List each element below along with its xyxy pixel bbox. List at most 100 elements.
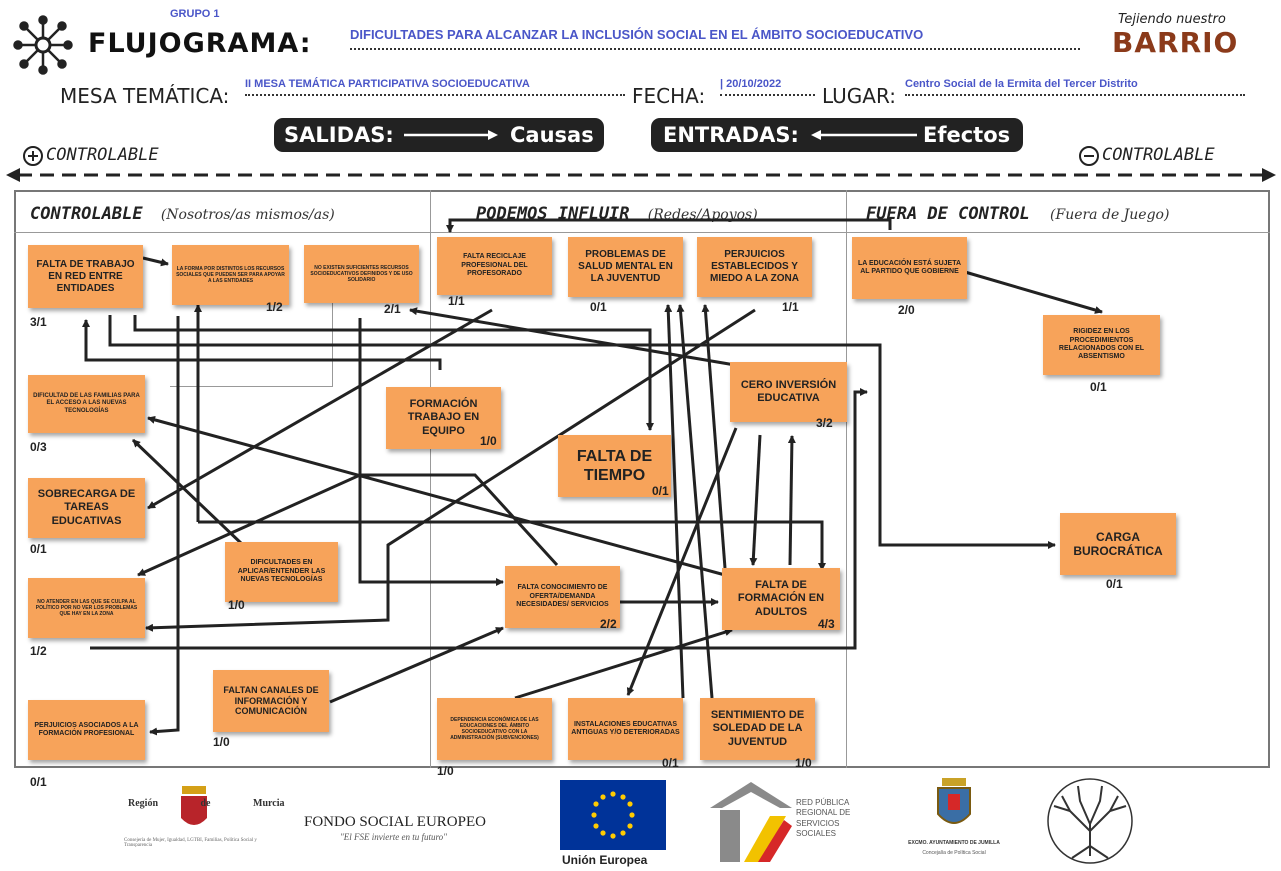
flowchart-board bbox=[14, 190, 1270, 768]
murcia-shield-icon bbox=[181, 786, 207, 825]
sticky-note: FALTA DE FORMACIÓN EN ADULTOS bbox=[722, 568, 840, 630]
note-score: 0/1 bbox=[662, 756, 679, 770]
sticky-note: RIGIDEZ EN LOS PROCEDIMIENTOS RELACIONAD… bbox=[1043, 315, 1160, 375]
plus-circle-icon bbox=[23, 146, 43, 166]
sticky-note: NO ATENDER EN LAS QUE SE CULPA AL POLÍTI… bbox=[28, 578, 145, 638]
connector bbox=[147, 415, 726, 577]
sticky-note: FORMACIÓN TRABAJO EN EQUIPO bbox=[386, 387, 501, 449]
connector bbox=[701, 304, 727, 569]
entradas-label: ENTRADAS: bbox=[663, 123, 799, 147]
fecha-label: FECHA: bbox=[632, 84, 706, 108]
brand-logo: Tejiendo nuestro BARRIO bbox=[1110, 10, 1270, 62]
fse-title: FONDO SOCIAL EUROPEO bbox=[304, 814, 486, 830]
jumilla-name: EXCMO. AYUNTAMIENTO DE JUMILLA bbox=[908, 840, 1000, 846]
sticky-note: LA FORMA POR DISTINTOS LOS RECURSOS SOCI… bbox=[172, 245, 289, 305]
connector bbox=[749, 434, 762, 566]
connector bbox=[358, 318, 504, 586]
sticky-note: DIFICULTADES EN APLICAR/ENTENDER LAS NUE… bbox=[225, 542, 338, 602]
note-score: 1/0 bbox=[795, 756, 812, 770]
entradas-value: Efectos bbox=[923, 123, 1011, 147]
jumilla-subtitle: Concejalía de Política Social bbox=[922, 850, 986, 856]
brand-bottom-text: BARRIO bbox=[1112, 26, 1239, 59]
sticky-note: PROBLEMAS DE SALUD MENTAL EN LA JUVENTUD bbox=[568, 237, 683, 297]
note-score: 1/0 bbox=[228, 598, 245, 612]
column-header-controllable: CONTROLABLE (Nosotros/as mismos/as) bbox=[30, 204, 335, 224]
column-title: CONTROLABLE bbox=[30, 204, 143, 224]
note-score: 1/0 bbox=[437, 764, 454, 778]
salidas-value: Causas bbox=[510, 123, 594, 147]
murcia-name: Región de Murcia bbox=[128, 798, 285, 809]
sticky-note: NO EXISTEN SUFICIENTES RECURSOS SOCIOEDU… bbox=[304, 245, 419, 303]
salidas-pill: SALIDAS: Causas bbox=[274, 118, 604, 152]
connector bbox=[137, 473, 559, 577]
right-arrow-icon bbox=[404, 130, 498, 140]
less-controllable-label: CONTROLABLE bbox=[1102, 145, 1215, 165]
connector bbox=[142, 256, 169, 267]
connector bbox=[133, 315, 654, 431]
sticky-note: FALTA CONOCIMIENTO DE OFERTA/DEMANDA NEC… bbox=[505, 566, 620, 628]
board-header-line bbox=[14, 232, 1270, 233]
tree-logo-icon bbox=[1047, 778, 1133, 864]
note-score: 1/0 bbox=[480, 434, 497, 448]
entradas-pill: ENTRADAS: Efectos bbox=[651, 118, 1023, 152]
note-score: 1/2 bbox=[30, 644, 47, 658]
sticky-note: CARGA BUROCRÁTICA bbox=[1060, 513, 1176, 575]
eu-flag-icon bbox=[560, 780, 666, 850]
sticky-note: DIFICULTAD DE LAS FAMILIAS PARA EL ACCES… bbox=[28, 375, 145, 433]
sticky-note: PERJUICIOS ESTABLECIDOS Y MIEDO A LA ZON… bbox=[697, 237, 812, 297]
more-controllable-label: CONTROLABLE bbox=[46, 145, 159, 165]
connector bbox=[446, 218, 892, 233]
connector bbox=[787, 435, 796, 566]
column-header-out-of-control: FUERA DE CONTROL (Fuera de Juego) bbox=[866, 204, 1169, 224]
sticky-note: CERO INVERSIÓN EDUCATIVA bbox=[730, 362, 847, 422]
note-score: 3/2 bbox=[816, 416, 833, 430]
note-score: 2/1 bbox=[384, 302, 401, 316]
note-score: 0/1 bbox=[1090, 380, 1107, 394]
connector bbox=[964, 270, 1103, 314]
page-title: FLUJOGRAMA: bbox=[88, 28, 312, 59]
connector bbox=[198, 520, 826, 571]
column-divider-1 bbox=[430, 190, 431, 768]
fse-subtitle: "El FSE invierte en tu futuro" bbox=[340, 832, 447, 842]
jumilla-logo: EXCMO. AYUNTAMIENTO DE JUMILLA Concejalí… bbox=[890, 776, 1018, 868]
note-score: 0/1 bbox=[1106, 577, 1123, 591]
sticky-note: SOBRECARGA DE TAREAS EDUCATIVAS bbox=[28, 478, 145, 538]
red-publica-text: RED PÚBLICA REGIONAL DE SERVICIOS SOCIAL… bbox=[796, 798, 851, 839]
salidas-label: SALIDAS: bbox=[284, 123, 394, 147]
connector bbox=[82, 319, 442, 370]
column-subtitle: (Nosotros/as mismos/as) bbox=[160, 207, 335, 223]
note-score: 1/1 bbox=[448, 294, 465, 308]
connector bbox=[90, 388, 868, 650]
murcia-subtitle: Consejería de Mujer, Igualdad, LGTBI, Fa… bbox=[124, 838, 257, 848]
connector bbox=[514, 628, 733, 700]
column-divider-2 bbox=[846, 190, 847, 768]
sticky-note: FALTA DE TIEMPO bbox=[558, 435, 671, 497]
house-icon bbox=[710, 782, 792, 862]
note-score: 2/0 bbox=[898, 303, 915, 317]
mesa-value: II MESA TEMÁTICA PARTICIPATIVA SOCIOEDUC… bbox=[245, 78, 625, 96]
brand-top-text: Tejiendo nuestro bbox=[1118, 12, 1226, 27]
sticky-note: LA EDUCACIÓN ESTÁ SUJETA AL PARTIDO QUE … bbox=[852, 237, 967, 299]
connector bbox=[664, 304, 685, 699]
note-score: 0/1 bbox=[30, 775, 47, 789]
note-score: 1/2 bbox=[266, 300, 283, 314]
connector bbox=[149, 316, 180, 736]
sticky-note: SENTIMIENTO DE SOLEDAD DE LA JUVENTUD bbox=[700, 698, 815, 760]
sticky-note: INSTALACIONES EDUCATIVAS ANTIGUAS Y/O DE… bbox=[568, 698, 683, 760]
lugar-label: LUGAR: bbox=[822, 84, 896, 108]
sticky-note: PERJUICIOS ASOCIADOS A LA FORMACIÓN PROF… bbox=[28, 700, 145, 760]
eu-logo: Unión Europea bbox=[560, 780, 668, 870]
sticky-note: FALTA RECICLAJE PROFESIONAL DEL PROFESOR… bbox=[437, 237, 552, 295]
eu-label: Unión Europea bbox=[562, 853, 648, 867]
sticky-note: FALTAN CANALES DE INFORMACIÓN Y COMUNICA… bbox=[213, 670, 329, 732]
diagram-subject: DIFICULTADES PARA ALCANZAR LA INCLUSIÓN … bbox=[350, 27, 1080, 50]
sticky-note: FALTA DE TRABAJO EN RED ENTRE ENTIDADES bbox=[28, 245, 143, 308]
column-subtitle: (Fuera de Juego) bbox=[1050, 207, 1170, 223]
murcia-logo: Región de Murcia Consejería de Mujer, Ig… bbox=[120, 780, 290, 862]
note-score: 2/2 bbox=[600, 617, 617, 631]
control-scale-arrow bbox=[6, 168, 1276, 182]
sticky-note: DEPENDENCIA ECONÓMICA DE LAS EDUCACIONES… bbox=[437, 698, 552, 760]
note-score: 0/3 bbox=[30, 440, 47, 454]
note-score: 3/1 bbox=[30, 315, 47, 329]
note-score: 0/1 bbox=[652, 484, 669, 498]
